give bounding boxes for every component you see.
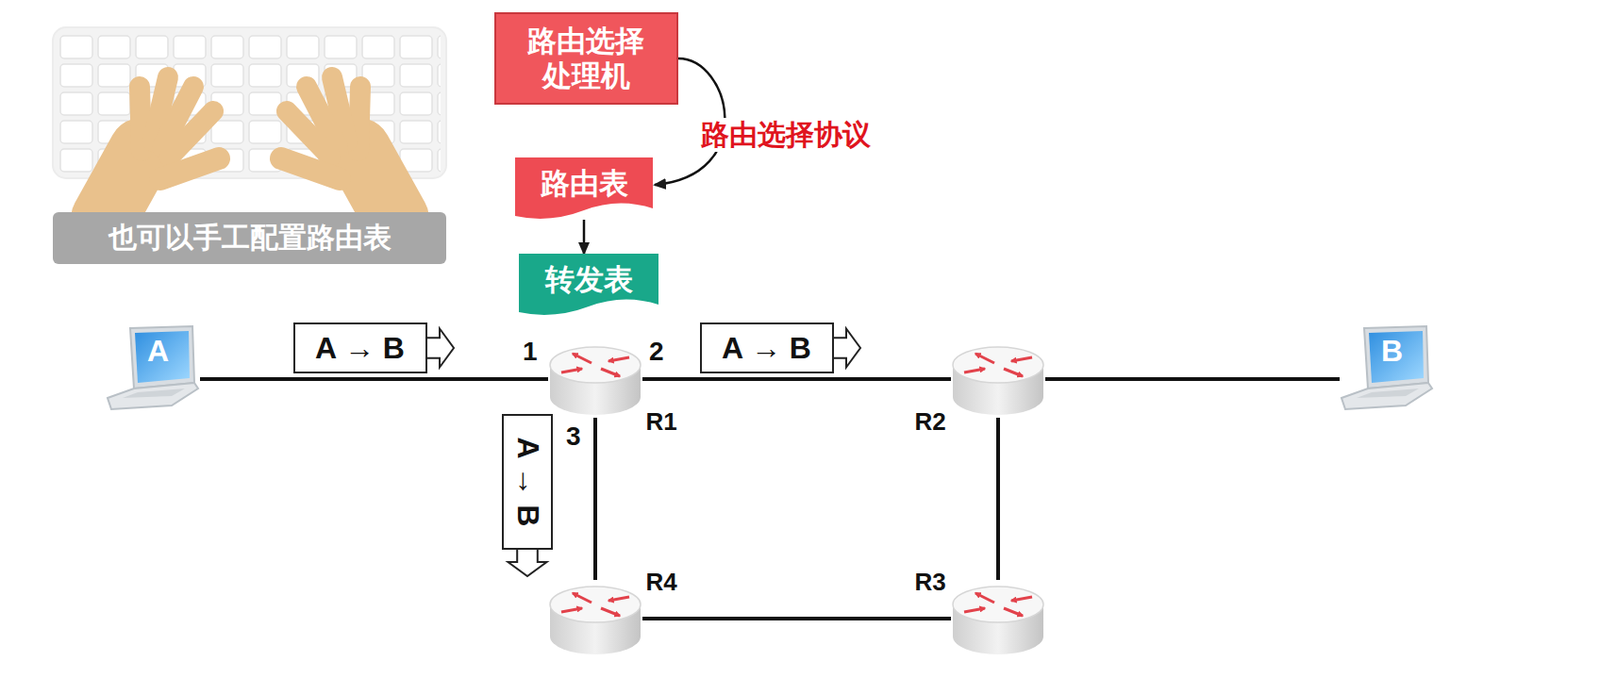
- packet-arrow: A → B: [700, 322, 862, 374]
- process-box: 路由选择 处理机: [494, 12, 679, 105]
- router-top: [550, 347, 641, 384]
- table-text: 路由表: [527, 164, 642, 214]
- table-document: 路由表: [515, 157, 653, 220]
- router: R4: [548, 580, 643, 658]
- router-arrow: [608, 357, 630, 362]
- connector: [1045, 377, 1340, 382]
- router-arrow: [572, 593, 592, 603]
- connector: [996, 417, 1000, 581]
- router: R2: [950, 340, 1046, 418]
- packet-text: A → B: [293, 331, 427, 367]
- router-name: R4: [645, 567, 677, 598]
- document-outline: [518, 253, 659, 316]
- keyboard-area: [1356, 388, 1419, 399]
- router-arrow: [1011, 597, 1033, 601]
- packet-outline: [700, 323, 861, 373]
- laptop-base: [107, 383, 199, 410]
- router: R3: [950, 580, 1046, 658]
- screen-frame: [130, 326, 195, 389]
- router-arrow: [608, 597, 630, 601]
- router-top: [952, 586, 1044, 623]
- packet-arrow: A → B: [293, 322, 455, 374]
- connector: [642, 616, 951, 621]
- edge-label: 路由选择协议: [697, 117, 875, 152]
- router-arrow: [600, 608, 620, 617]
- host-laptop: B: [1339, 326, 1434, 414]
- packet-outline: [502, 415, 552, 577]
- screen-frame: [1364, 326, 1429, 389]
- packet-text: A → B: [700, 331, 834, 367]
- laptop-base: [1341, 383, 1433, 410]
- port-number: 3: [566, 423, 582, 450]
- port-number: 2: [649, 338, 665, 366]
- port-number: 1: [522, 338, 538, 366]
- connector: [200, 377, 549, 382]
- keyboard-area: [122, 388, 185, 399]
- router-arrow: [1003, 368, 1023, 377]
- router-icon: [950, 580, 1046, 658]
- packet-outline: [294, 323, 454, 373]
- router-arrow: [1011, 357, 1033, 362]
- router-arrow: [975, 353, 995, 364]
- connector: [583, 219, 586, 254]
- router-top: [952, 347, 1044, 384]
- router-name: R2: [914, 407, 946, 437]
- router-arrow: [561, 608, 583, 613]
- router-arrow: [561, 368, 583, 373]
- document-outline: [515, 157, 653, 219]
- router-arrow: [600, 368, 620, 377]
- process-text: 路由选择 处理机: [517, 23, 655, 94]
- router-name: R1: [645, 407, 677, 437]
- router-arrow: [964, 368, 985, 373]
- note-box: 也可以手工配置路由表: [52, 212, 447, 265]
- router-icon: [548, 580, 643, 658]
- screen: [1368, 331, 1424, 384]
- router-top: [550, 586, 641, 623]
- router: R1: [548, 340, 643, 418]
- host-name: A: [147, 335, 169, 367]
- screen: [134, 331, 190, 384]
- connector: [642, 377, 951, 382]
- note-text: 也可以手工配置路由表: [93, 218, 407, 258]
- host-laptop: A: [105, 326, 200, 414]
- router-arrow: [572, 353, 592, 364]
- table-text: 转发表: [532, 260, 647, 310]
- packet-arrow: A → B: [501, 414, 553, 578]
- router-icon: [950, 340, 1046, 418]
- router-arrow: [964, 608, 985, 613]
- router-icon: [548, 340, 643, 418]
- connector: [593, 417, 598, 581]
- packet-text: A → B: [510, 436, 546, 527]
- router-arrow: [1003, 608, 1023, 617]
- host-name: B: [1381, 335, 1403, 367]
- router-arrow: [975, 593, 995, 603]
- table-document: 转发表: [518, 253, 659, 317]
- router-name: R3: [914, 567, 946, 598]
